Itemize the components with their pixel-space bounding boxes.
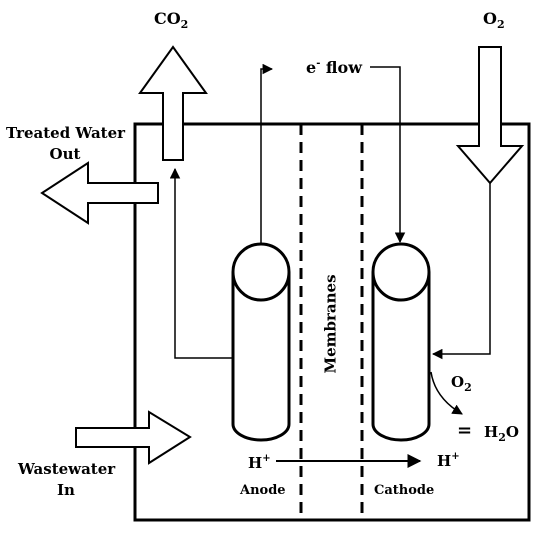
treated-water-out-arrow bbox=[40, 161, 159, 225]
treated-water-label: Treated Water Out bbox=[6, 124, 126, 163]
o2-inlet-arrow bbox=[455, 46, 525, 185]
membranes-label: Membranes bbox=[321, 274, 340, 374]
co2-outlet-arrow bbox=[138, 45, 208, 161]
o2-cathode-label: O2 bbox=[451, 373, 472, 394]
cathode-electrode bbox=[371, 242, 431, 442]
co2-label: CO2 bbox=[154, 9, 189, 31]
equals-sign: = bbox=[457, 420, 473, 441]
electron-flow-up-line bbox=[260, 63, 274, 244]
electron-flow-label: e- flow bbox=[306, 58, 362, 77]
wastewater-label: Wastewater In bbox=[18, 460, 116, 499]
h-plus-anode-label: H+ bbox=[248, 453, 271, 472]
cathode-label: Cathode bbox=[374, 483, 435, 498]
o2-to-cathode-line bbox=[431, 183, 491, 360]
o2-top-label: O2 bbox=[483, 9, 505, 31]
h-plus-cathode-label: H+ bbox=[437, 451, 460, 470]
electron-flow-down-line bbox=[370, 66, 406, 244]
h2o-label: H2O bbox=[484, 423, 519, 444]
anode-to-co2-line bbox=[169, 167, 233, 359]
wastewater-in-arrow bbox=[75, 410, 192, 465]
o2-to-h2o-arrow bbox=[430, 371, 463, 415]
anode-label: Anode bbox=[240, 483, 286, 498]
anode-electrode bbox=[231, 242, 291, 442]
